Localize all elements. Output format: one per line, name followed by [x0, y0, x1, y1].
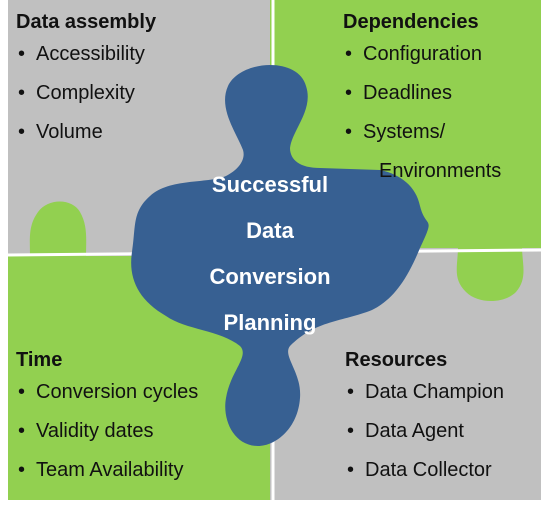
- bullet-item-line: Systems/: [363, 121, 446, 143]
- bullet-item: Deadlines: [343, 81, 501, 105]
- quadrant-title: Dependencies: [343, 11, 479, 33]
- quadrant-title: Time: [16, 349, 63, 371]
- bullet-item: Data Agent: [345, 419, 504, 443]
- puzzle-knob-left: [29, 201, 87, 258]
- quadrant-title: Resources: [345, 349, 448, 371]
- quadrant-time: Time Conversion cycles Validity dates Te…: [16, 348, 198, 497]
- bullet-list: Accessibility Complexity Volume: [16, 42, 156, 144]
- bullet-item: Complexity: [16, 81, 156, 105]
- bullet-item: Configuration: [343, 42, 501, 66]
- center-label-line: Successful: [211, 172, 329, 197]
- center-puzzle-piece: [131, 64, 429, 447]
- bullet-item: Data Champion: [345, 380, 504, 404]
- bullet-item: Validity dates: [16, 419, 198, 443]
- bullet-list: Data Champion Data Agent Data Collector: [345, 380, 504, 482]
- bullet-item-line: Environments: [379, 160, 502, 182]
- bullet-item: Team Availability: [16, 458, 198, 482]
- center-label-line: Conversion: [209, 264, 331, 289]
- bullet-item: Accessibility: [16, 42, 156, 66]
- bullet-list: Configuration Deadlines Systems/ Environ…: [343, 42, 501, 183]
- bullet-item: Systems/ Environments: [343, 120, 501, 183]
- center-label-line: Planning: [223, 310, 317, 335]
- bullet-item: Volume: [16, 120, 156, 144]
- bullet-item: Data Collector: [345, 458, 504, 482]
- quadrant-resources: Resources Data Champion Data Agent Data …: [345, 348, 504, 497]
- bullet-list: Conversion cycles Validity dates Team Av…: [16, 380, 198, 482]
- puzzle-knob-right: [456, 246, 524, 301]
- bullet-item: Conversion cycles: [16, 380, 198, 404]
- quadrant-data-assembly: Data assembly Accessibility Complexity V…: [16, 10, 156, 159]
- quadrant-title: Data assembly: [16, 11, 157, 33]
- center-label-line: Data: [246, 218, 294, 243]
- quadrant-dependencies: Dependencies Configuration Deadlines Sys…: [343, 10, 501, 183]
- center-label: Successful Data Conversion Planning: [190, 162, 350, 346]
